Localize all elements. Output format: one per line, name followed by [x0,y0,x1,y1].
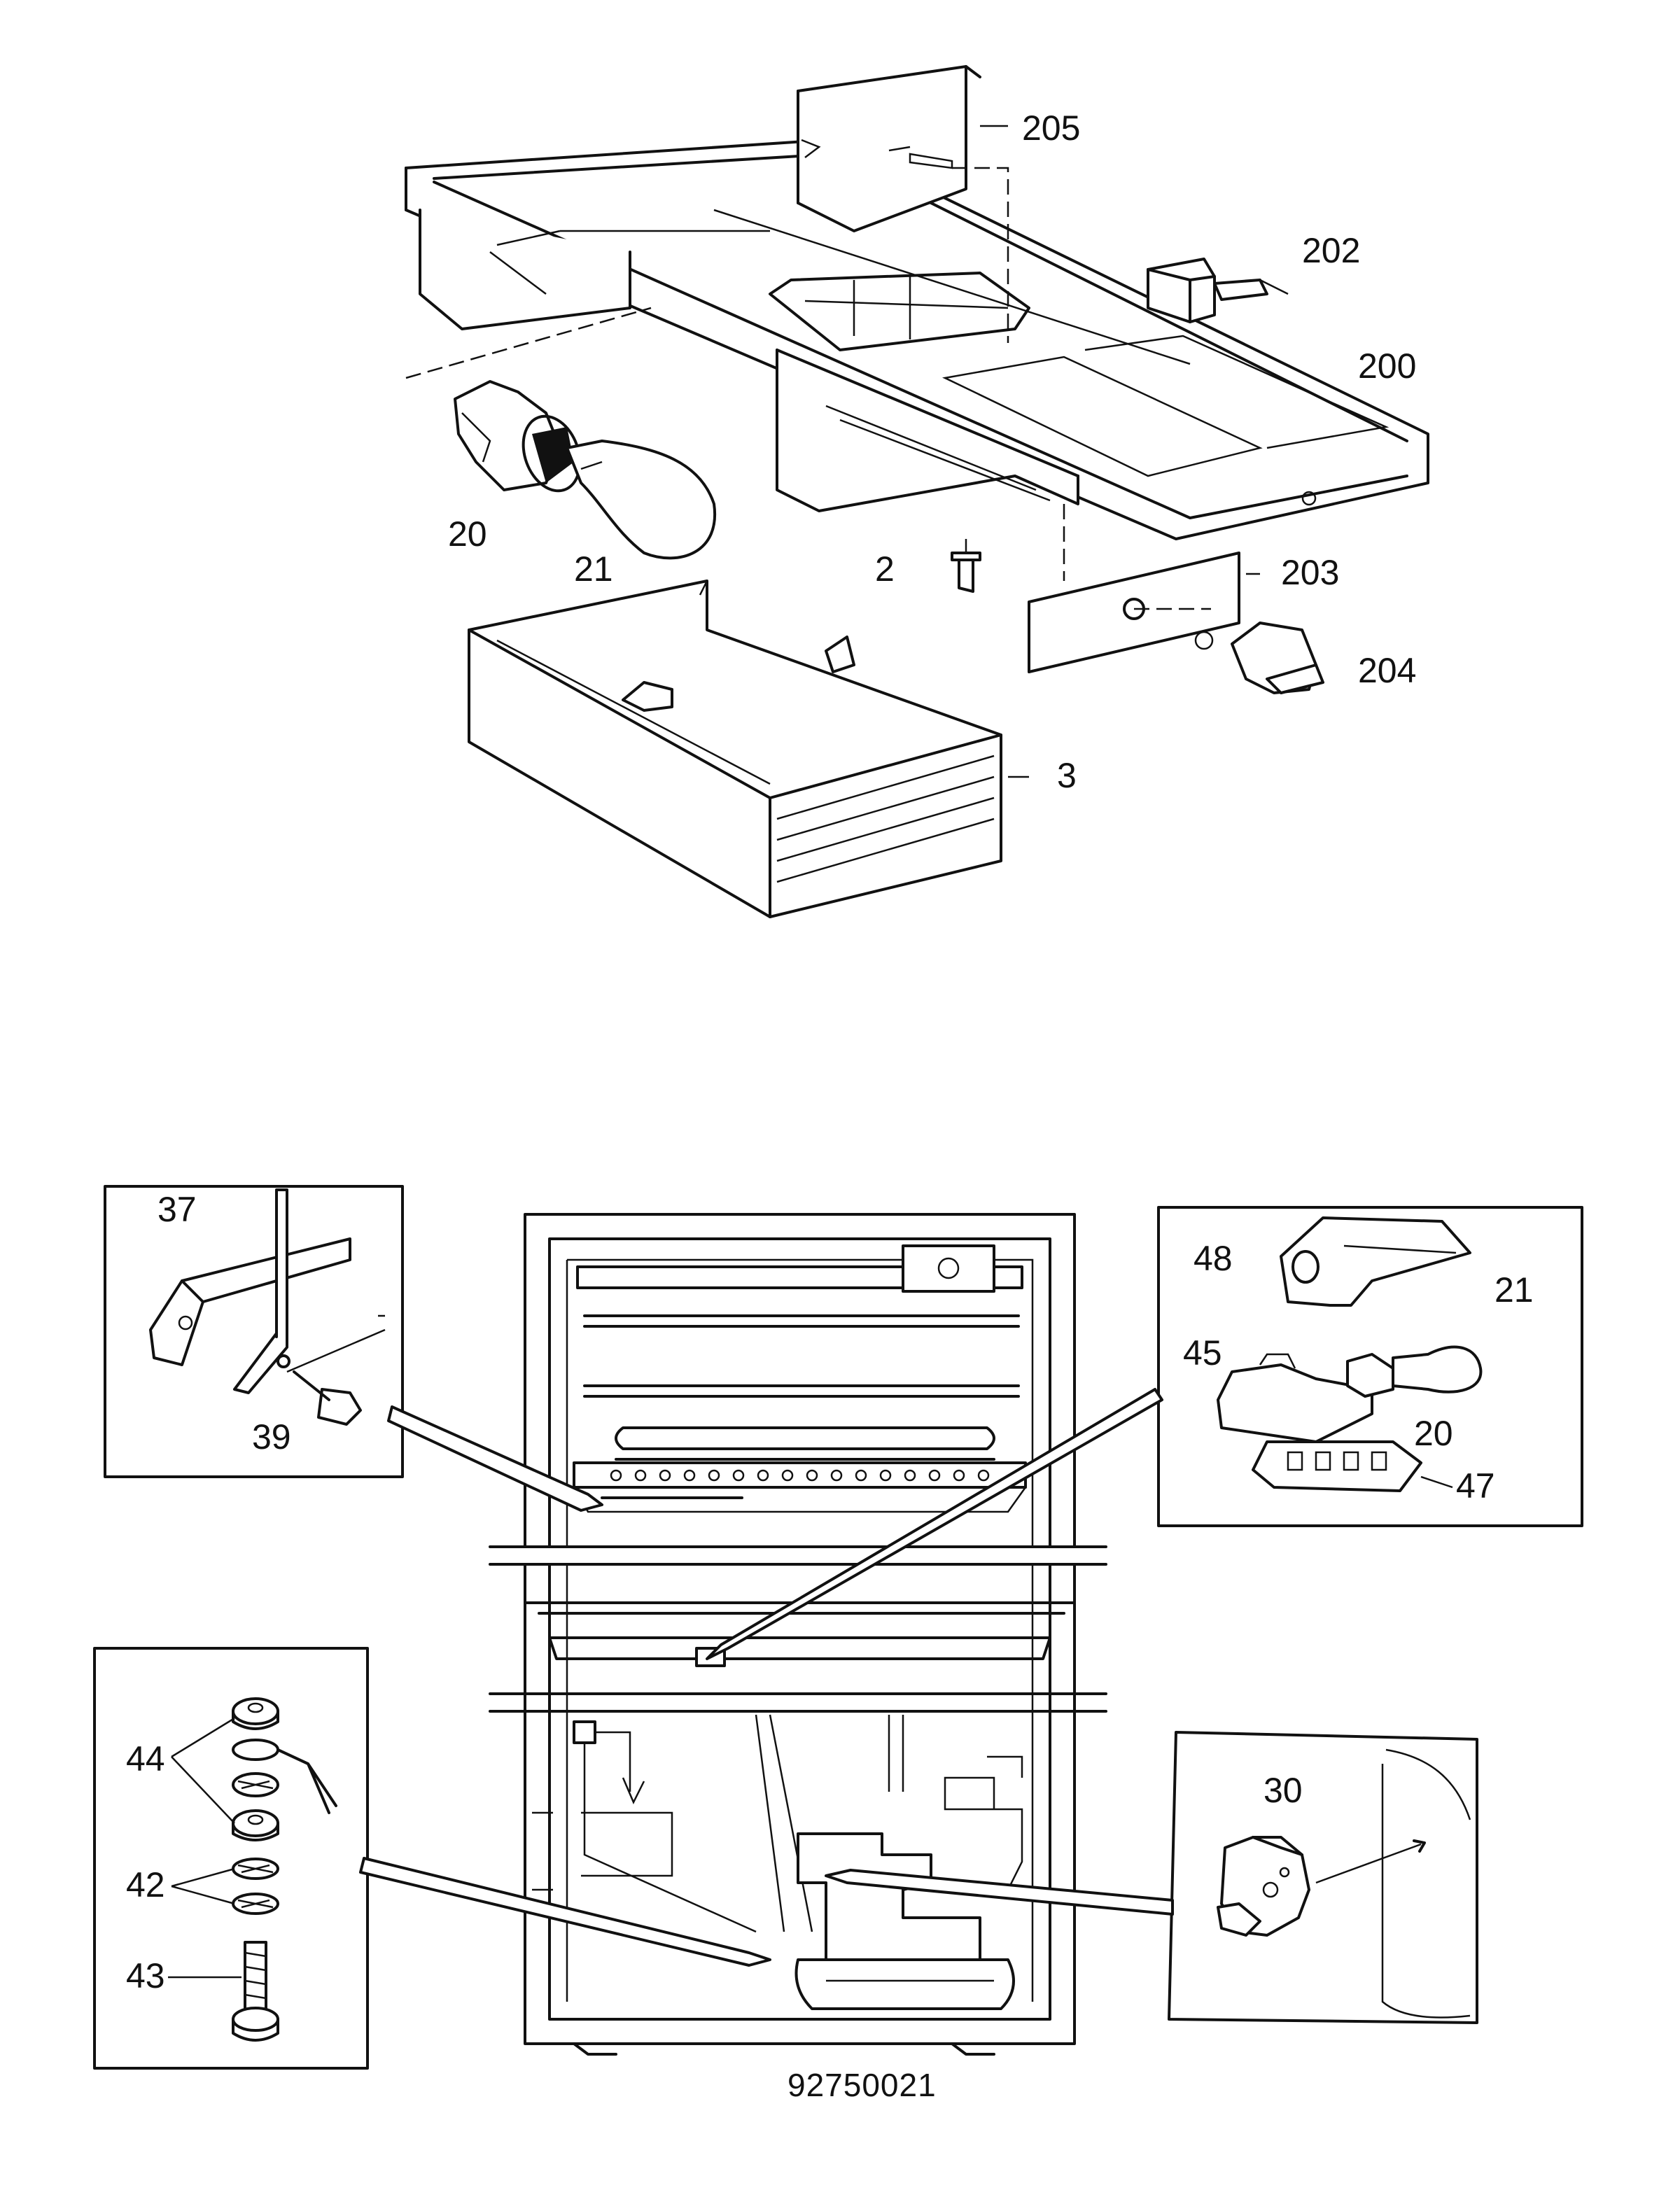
label-42: 42 [126,1865,165,1904]
label-202: 202 [1302,231,1360,270]
pointer-lamp [706,1388,1163,1660]
label-37: 37 [158,1190,197,1229]
inset-washers: 44 42 43 [93,1647,369,2070]
label-45: 45 [1183,1333,1222,1373]
pointer-bracket [387,1405,603,1512]
top-assembly: 205 202 200 20 21 2 203 204 3 [405,65,1429,918]
label-43: 43 [126,1956,165,1995]
switch-plate-203 [1028,504,1260,673]
label-47: 47 [1456,1466,1495,1505]
switch-202 [1147,258,1289,323]
control-module-205 [797,65,1009,343]
label-20-inset: 20 [1414,1414,1453,1453]
label-44: 44 [126,1739,165,1778]
label-30: 30 [1264,1771,1303,1810]
inset-lamp: 48 21 45 20 47 [1157,1206,1583,1527]
label-48: 48 [1194,1239,1233,1278]
lamp-holder-20 [405,307,652,493]
label-200: 200 [1358,346,1416,386]
label-3: 3 [1057,756,1077,795]
compressor [794,1832,1015,2010]
pointer-washers [359,1857,771,1967]
label-203: 203 [1281,553,1339,592]
inset-bracket: 37 39 [104,1185,404,1478]
inset-relay: 30 [1168,1731,1478,2024]
label-39: 39 [252,1417,291,1457]
label-21-top: 21 [574,549,613,589]
screw-2 [951,539,981,593]
lamp-bulb-21 [566,440,717,560]
control-knob-204 [1194,622,1324,694]
label-204: 204 [1358,651,1416,690]
pointer-relay [825,1869,1174,1916]
label-21-inset: 21 [1494,1270,1534,1310]
label-2: 2 [875,549,895,589]
label-20-top: 20 [448,514,487,554]
bracket-holes [610,1469,990,1482]
lamp-cover-3 [468,580,1029,918]
drawing-code: 92750021 [788,2067,937,2103]
refrigerator-body: 92750021 [489,1213,1107,2103]
label-205: 205 [1022,108,1080,148]
lamp-housing-200 [405,139,1429,540]
